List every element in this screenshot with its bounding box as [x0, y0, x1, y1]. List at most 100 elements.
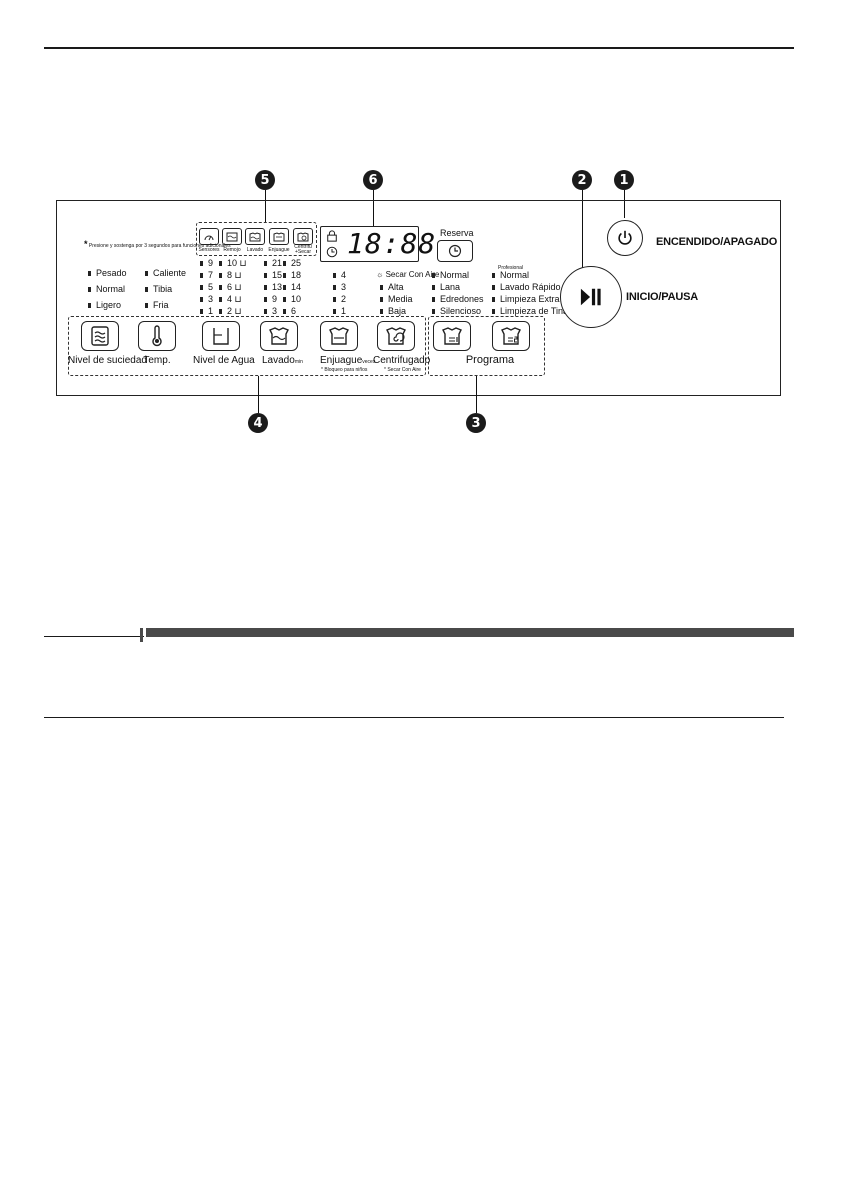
program-item: Edredones	[432, 294, 484, 304]
thermometer-icon	[152, 325, 162, 347]
option-enjuague-button[interactable]	[269, 228, 289, 245]
program-item: Silencioso	[432, 306, 481, 316]
program-item: Normal	[432, 270, 469, 280]
water-level-button[interactable]	[202, 321, 240, 351]
footer-rule	[44, 717, 784, 718]
spin-item: ☼ Secar Con Aire	[376, 270, 440, 279]
water-item: 5	[200, 282, 213, 292]
spin-item: Media	[380, 294, 413, 304]
soil-level-item: Normal	[88, 284, 125, 294]
rinse-icon	[329, 327, 349, 345]
water-item: 7	[200, 270, 213, 280]
option-lavado-label: Lavado	[246, 247, 264, 253]
wash-item: 14	[283, 282, 301, 292]
option-enjuague-label: Enjuague	[268, 247, 290, 253]
wash-item: 3	[264, 306, 277, 316]
callout-1: 1	[614, 170, 634, 190]
program-2-button[interactable]	[492, 321, 530, 351]
callout-1-line	[624, 190, 625, 218]
temp-button[interactable]	[138, 321, 176, 351]
water-item: 9	[200, 258, 213, 268]
program-item: Limpieza Extra	[492, 294, 560, 304]
callout-2: 2	[572, 170, 592, 190]
option-group-box	[196, 222, 317, 256]
water-item: 2 ⊔	[219, 306, 242, 316]
wash-icon	[269, 327, 289, 345]
option-centrifu-button[interactable]	[293, 228, 313, 245]
section-header-bar	[146, 628, 794, 637]
rinse-item: 3	[333, 282, 346, 292]
callout-5-line	[265, 190, 266, 222]
rinse-item: 1	[333, 306, 346, 316]
program-button-group-box	[428, 316, 545, 376]
wash-item: 10	[283, 294, 301, 304]
sun-icon: ☼	[376, 270, 384, 279]
callout-6-line	[373, 190, 374, 226]
spin-label: Centrifugado	[373, 355, 431, 366]
start-pause-button[interactable]	[560, 266, 622, 328]
play-pause-icon	[580, 288, 601, 306]
callout-3: 3	[466, 413, 486, 433]
wash-item: 6	[283, 306, 296, 316]
hold-note: * Presione y sostenga por 3 segundos par…	[84, 239, 231, 250]
rinse-note: * Bloqueo para niños	[321, 367, 368, 373]
callout-2-line	[582, 190, 583, 270]
program-1-icon	[442, 327, 462, 345]
main-button-group-box	[68, 316, 426, 376]
spin-button[interactable]	[377, 321, 415, 351]
program-item: Normal	[492, 270, 529, 280]
wash-button[interactable]	[260, 321, 298, 351]
wash-item: 21	[264, 258, 282, 268]
spin-icon	[386, 327, 406, 345]
wash-item: 25	[283, 258, 301, 268]
program-item: Limpieza de Tina	[492, 306, 568, 316]
option-remojo-label: Remojo	[223, 247, 241, 253]
option-sensores-label: Sensores	[198, 247, 220, 253]
control-panel	[56, 200, 781, 396]
spin-icon	[297, 231, 309, 241]
program-item: Lavado Rápido	[492, 282, 561, 292]
temp-item: Caliente	[145, 268, 186, 278]
option-centrifu-label: Centrifu +Secar	[294, 244, 312, 255]
wash-item: 18	[283, 270, 301, 280]
rinse-item: 2	[333, 294, 346, 304]
soil-level-item: Ligero	[88, 300, 121, 310]
wash-icon	[249, 231, 261, 241]
program-item: Lana	[432, 282, 460, 292]
water-item: 3	[200, 294, 213, 304]
rinse-button[interactable]	[320, 321, 358, 351]
sensor-icon	[204, 235, 214, 240]
spin-note: * Secar Con Aire	[384, 367, 421, 373]
soil-level-button[interactable]	[81, 321, 119, 351]
callout-6: 6	[363, 170, 383, 190]
rinse-item: 4	[333, 270, 346, 280]
callout-3-line	[476, 376, 477, 413]
water-item: 10 ⊔	[219, 258, 247, 268]
option-sensores-button[interactable]	[199, 228, 219, 245]
water-level-icon	[213, 328, 229, 345]
reserva-button[interactable]	[437, 240, 473, 262]
temp-label: Temp.	[143, 355, 171, 366]
wash-item: 15	[264, 270, 282, 280]
clock-icon	[326, 246, 338, 258]
power-button[interactable]	[607, 220, 643, 256]
soak-icon	[226, 232, 238, 241]
spin-item: Baja	[380, 306, 406, 316]
soil-level-label: Nivel de suciedad	[68, 355, 147, 366]
reserva-label: Reserva	[440, 228, 474, 238]
soil-level-icon	[91, 326, 109, 346]
soil-level-item: Pesado	[88, 268, 127, 278]
wash-item: 13	[264, 282, 282, 292]
start-pause-label: INICIO/PAUSA	[626, 291, 698, 303]
wash-item: 9	[264, 294, 277, 304]
temp-item: Tibia	[145, 284, 172, 294]
spin-item: Alta	[380, 282, 404, 292]
option-lavado-button[interactable]	[245, 228, 265, 245]
header-rule	[44, 47, 794, 49]
water-item: 4 ⊔	[219, 294, 242, 304]
option-remojo-button[interactable]	[222, 228, 242, 245]
program-profesional-label: Profesional	[498, 265, 524, 271]
program-1-button[interactable]	[433, 321, 471, 351]
power-label: ENCENDIDO/APAGADO	[656, 236, 778, 248]
section-bar-tick	[140, 628, 143, 642]
